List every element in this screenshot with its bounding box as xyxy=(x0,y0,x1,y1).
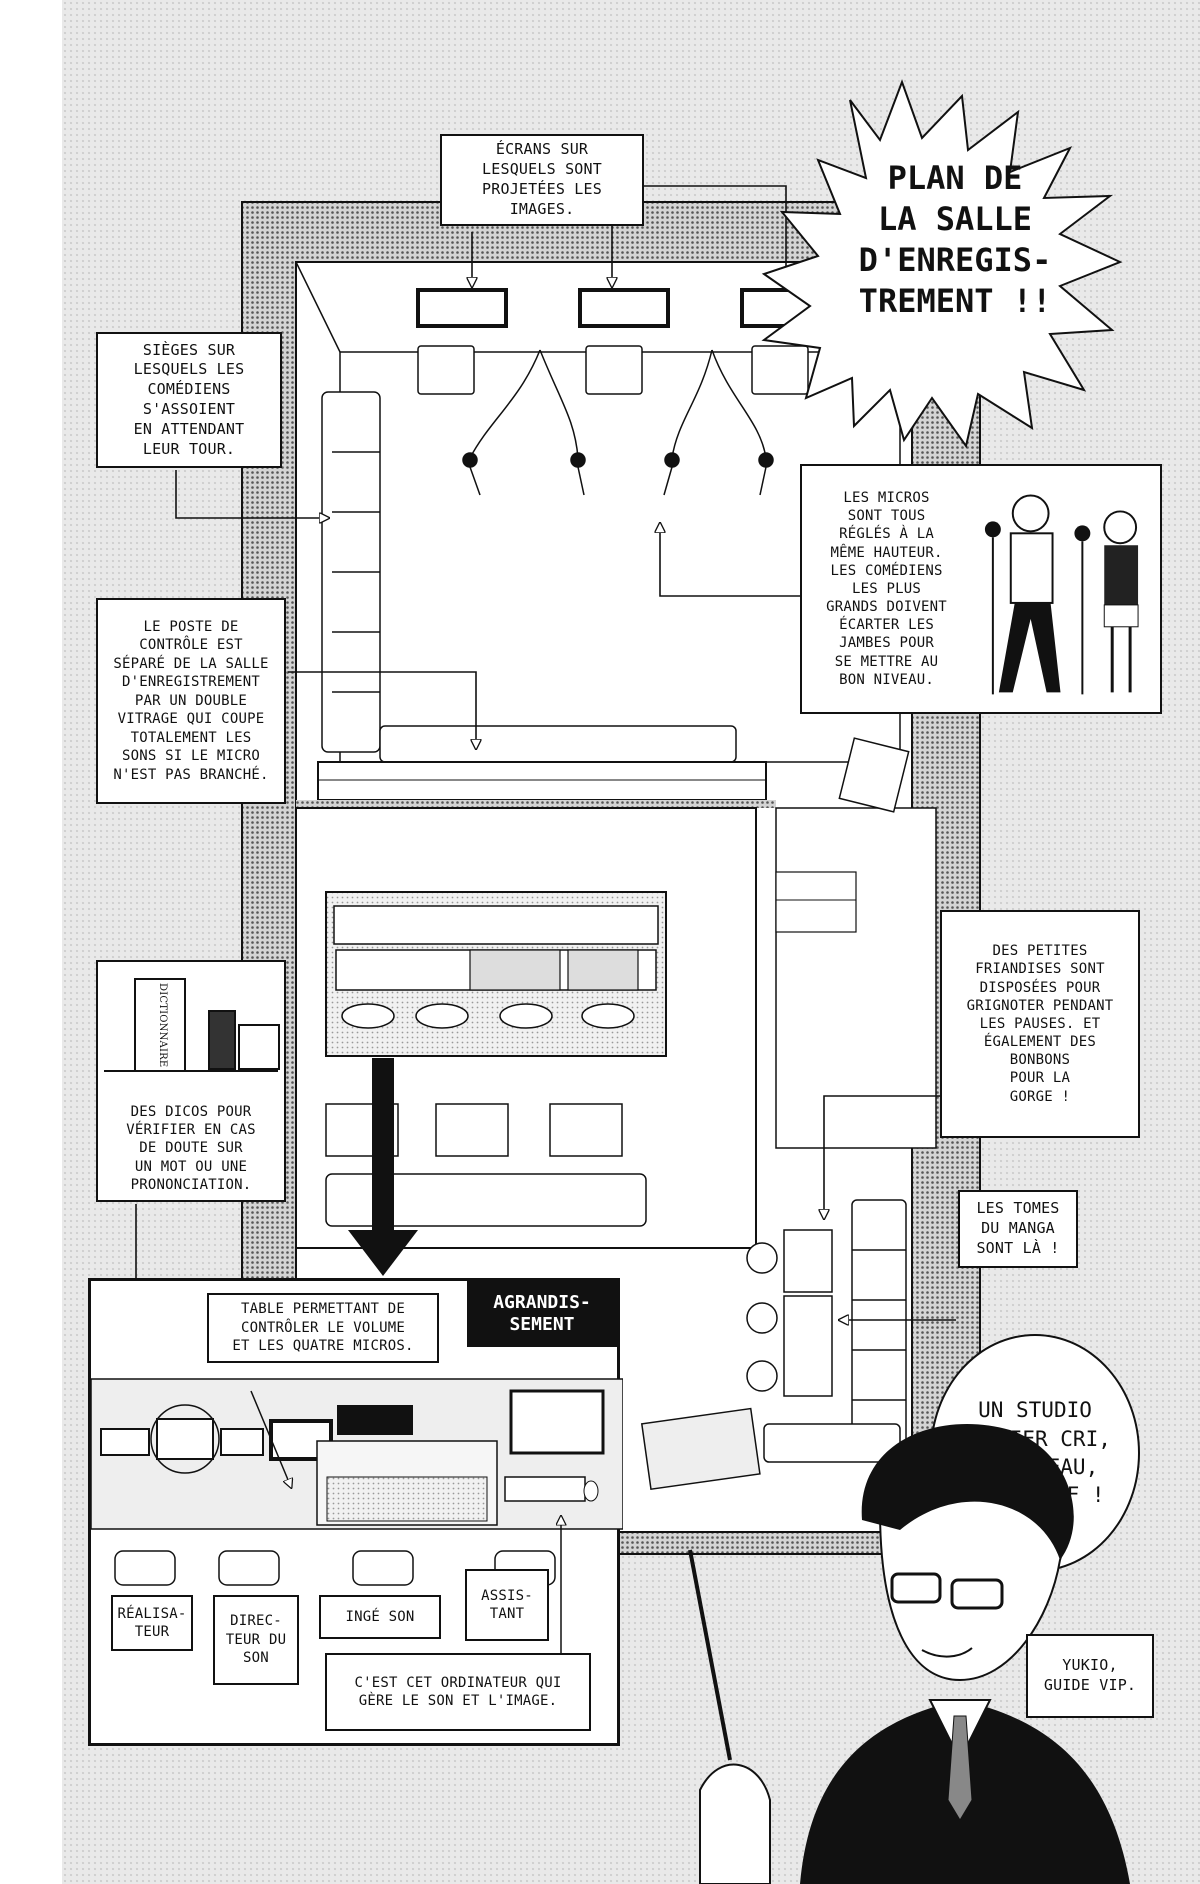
caption-screens: ÉCRANS SUR LESQUELS SONT PROJETÉES LES I… xyxy=(440,134,644,226)
leader-lines xyxy=(136,185,956,1380)
control-desk-illustration xyxy=(91,1378,623,1653)
page-title: PLAN DE LA SALLE D'ENREGIS- TREMENT !! xyxy=(858,159,1052,320)
enlargement-panel: AGRANDIS- SEMENT TABLE PERMETTANT DE CON… xyxy=(88,1278,623,1746)
caption-dictionaries-panel: DICTIONNAIRE DES DICOS POUR VÉRIFIER EN … xyxy=(96,960,286,1202)
caption-snacks: DES PETITES FRIANDISES SONT DISPOSÉES PO… xyxy=(966,943,1114,1105)
caption-snacks-panel: DES PETITES FRIANDISES SONT DISPOSÉES PO… xyxy=(940,910,1140,1138)
caption-mics-panel: LES MICROS SONT TOUS RÉGLÉS À LA MÊME HA… xyxy=(800,464,1162,714)
caption-seats: SIÈGES SUR LESQUELS LES COMÉDIENS S'ASSO… xyxy=(96,332,282,468)
actors-at-mics-illustration xyxy=(984,494,1139,695)
caption-mics: LES MICROS SONT TOUS RÉGLÉS À LA MÊME HA… xyxy=(826,489,947,688)
label-sound-director: DIREC- TEUR DU SON xyxy=(213,1595,299,1685)
caption-computer: C'EST CET ORDINATEUR QUI GÈRE LE SON ET … xyxy=(325,1653,591,1731)
glass-partition xyxy=(296,761,776,808)
pencil-cup xyxy=(208,1010,236,1070)
dictionary-shelf-illustration: DICTIONNAIRE xyxy=(104,970,280,1072)
label-assistant: ASSIS- TANT xyxy=(465,1569,549,1641)
caption-manga-volumes: LES TOMES DU MANGA SONT LÀ ! xyxy=(958,1190,1078,1268)
caption-mixing-table: TABLE PERMETTANT DE CONTRÔLER LE VOLUME … xyxy=(207,1293,439,1363)
stools xyxy=(417,345,809,395)
corridor xyxy=(775,737,937,1149)
caption-guide: YUKIO, GUIDE VIP. xyxy=(1026,1634,1154,1718)
dictionary-book: DICTIONNAIRE xyxy=(134,978,186,1072)
projection-screens xyxy=(416,288,832,328)
microphones xyxy=(462,349,774,496)
lounge xyxy=(640,1199,907,1491)
enlargement-tag: AGRANDIS- SEMENT xyxy=(467,1281,617,1347)
label-sound-engineer: INGÉ SON xyxy=(319,1595,441,1639)
tissue-box xyxy=(238,1024,280,1070)
label-director: RÉALISA- TEUR xyxy=(111,1595,193,1651)
caption-control-room: LE POSTE DE CONTRÔLE EST SÉPARÉ DE LA SA… xyxy=(96,598,286,804)
enlarge-arrow xyxy=(348,1058,418,1276)
caption-dictionaries: DES DICOS POUR VÉRIFIER EN CAS DE DOUTE … xyxy=(126,1104,256,1193)
page-margin xyxy=(0,0,62,1884)
